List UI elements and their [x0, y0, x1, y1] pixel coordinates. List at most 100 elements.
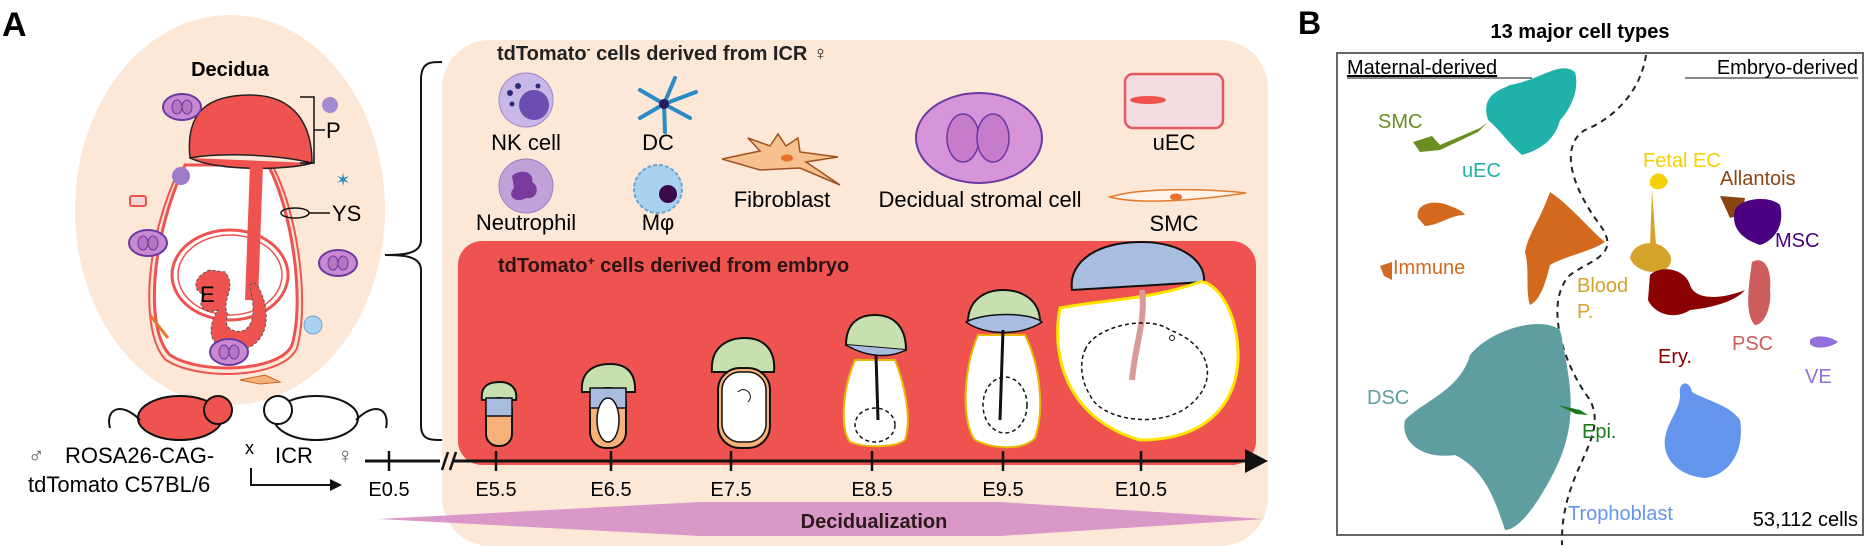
timeline-tick-label: E8.5	[851, 479, 892, 501]
cluster-label-immune: Immune	[1393, 257, 1465, 279]
embryo-stage-e5-5	[480, 380, 518, 447]
embryo-label: E	[200, 282, 215, 307]
cluster-fetal-ec	[1650, 173, 1668, 190]
mating-arrow	[250, 468, 330, 486]
neutrophil-icon	[498, 158, 554, 214]
neutrophil-icon	[172, 167, 190, 185]
cluster-immune	[1380, 262, 1392, 280]
cluster-smc	[1413, 122, 1488, 152]
bracket-connector	[384, 61, 443, 441]
maternal-box-title: tdTomato- cells derived from ICR ♀	[497, 42, 828, 65]
timeline-tick-label: E6.5	[590, 479, 631, 501]
timeline-axis	[365, 449, 1268, 473]
uterine-endothelial-cell-icon	[1123, 72, 1225, 130]
maternal-region-label: Maternal-derived	[1347, 57, 1497, 79]
male-strain-line2: tdTomato C57BL/6	[28, 472, 210, 497]
cluster-label-ery: Ery.	[1658, 346, 1692, 368]
cluster-label-trophoblast: Trophoblast	[1568, 503, 1673, 525]
cluster-label-epi: Epi.	[1582, 421, 1616, 443]
cluster-label-dsc: DSC	[1367, 387, 1409, 409]
decidua-title: Decidua	[191, 59, 270, 81]
embryo-cells-box	[458, 241, 1256, 465]
dc-label: DC	[642, 130, 674, 155]
decidual-stromal-cell-icon	[128, 229, 168, 257]
decidual-stromal-cell-icon	[915, 92, 1043, 184]
placenta-label: P	[326, 118, 341, 143]
female-symbol: ♀	[337, 443, 354, 468]
umap-frame	[1336, 52, 1864, 536]
uterine-endothelial-cell-icon	[129, 195, 147, 207]
cross-symbol: x	[245, 438, 254, 458]
male-mouse-icon	[108, 395, 233, 441]
male-strain-line1: ROSA26-CAG-	[65, 443, 214, 468]
panel-a-label: A	[2, 6, 27, 44]
embryo-shape	[195, 269, 267, 351]
yolk-sac-label: YS	[332, 201, 361, 226]
cell-count: 53,112 cells	[1753, 509, 1858, 531]
dendritic-cell-icon	[638, 76, 698, 134]
cluster-blood-p	[1630, 243, 1672, 272]
neutrophil-label: Neutrophil	[476, 210, 576, 235]
region-divider	[1556, 54, 1647, 546]
female-strain: ICR	[275, 443, 313, 468]
dsc-label: Decidual stromal cell	[879, 187, 1082, 212]
embryo-stage-e9-5	[964, 288, 1044, 449]
timeline-ticks: E0.5 E5.5 E6.5 E7.5 E8.5 E9.5 E10.5	[368, 451, 1167, 501]
cluster-label-uec: uEC	[1462, 160, 1501, 182]
decidualization-bar	[378, 502, 1265, 536]
umap-title: 13 major cell types	[1491, 21, 1670, 43]
cluster-label-psc: PSC	[1732, 333, 1773, 355]
umap-clusters	[1380, 68, 1838, 530]
timeline-tick-label: E10.5	[1115, 479, 1167, 501]
embryo-stage-e10-5	[1056, 240, 1240, 442]
cluster-epi	[1558, 405, 1588, 415]
cluster-ve	[1810, 336, 1838, 348]
nk-cell-label: NK cell	[491, 130, 561, 155]
cluster-immune	[1525, 192, 1605, 305]
cluster-msc	[1734, 198, 1782, 245]
embryo-stage-e6-5	[580, 362, 637, 449]
embryo-box-title: tdTomato+ cells derived from embryo	[498, 254, 849, 277]
decidual-stromal-cell-icon	[209, 338, 249, 366]
decidua-illustration: Decidua E P YS ✶	[75, 15, 385, 405]
cluster-label-allantois: Allantois	[1720, 168, 1796, 190]
nk-cell-icon	[498, 72, 554, 128]
fibroblast-icon	[239, 374, 282, 385]
dendritic-cell-icon: ✶	[335, 170, 350, 190]
smc-label: SMC	[1150, 211, 1199, 236]
cluster-label-smc: SMC	[1378, 111, 1422, 133]
cluster-blood-p	[1650, 190, 1656, 245]
embryo-stage-e8-5	[842, 313, 909, 448]
macrophage-icon	[303, 315, 323, 335]
cluster-immune	[1417, 202, 1465, 226]
decidualization-label: Decidualization	[801, 511, 948, 533]
fibroblast-label: Fibroblast	[734, 187, 831, 212]
smooth-muscle-cell-icon	[1107, 188, 1247, 202]
cluster-label-msc: MSC	[1775, 230, 1819, 252]
timeline-tick-label: E5.5	[475, 479, 516, 501]
cluster-trophoblast	[1664, 383, 1741, 478]
fibroblast-icon	[721, 132, 841, 186]
embryo-region-label: Embryo-derived	[1717, 57, 1858, 79]
cluster-psc	[1748, 260, 1771, 325]
female-mouse-icon	[263, 395, 388, 441]
cluster-label-ve: VE	[1805, 366, 1832, 388]
nk-cell-icon	[322, 97, 338, 113]
cluster-label-fetal-ec: Fetal EC	[1643, 150, 1721, 172]
macrophage-label: Mφ	[642, 210, 675, 235]
cluster-dsc	[1404, 324, 1571, 530]
placenta-shape	[188, 94, 313, 164]
timeline-tick-label: E7.5	[710, 479, 751, 501]
panel-b-label: B	[1298, 5, 1321, 41]
macrophage-icon	[633, 164, 683, 214]
timeline-tick-label: E0.5	[368, 479, 409, 501]
timeline-tick-label: E9.5	[982, 479, 1023, 501]
decidual-stromal-cell-icon	[318, 249, 358, 277]
decidual-stromal-cell-icon	[162, 93, 202, 121]
male-symbol: ♂	[28, 443, 45, 468]
embryo-stage-e7-5	[710, 336, 776, 449]
uec-label: uEC	[1153, 130, 1196, 155]
